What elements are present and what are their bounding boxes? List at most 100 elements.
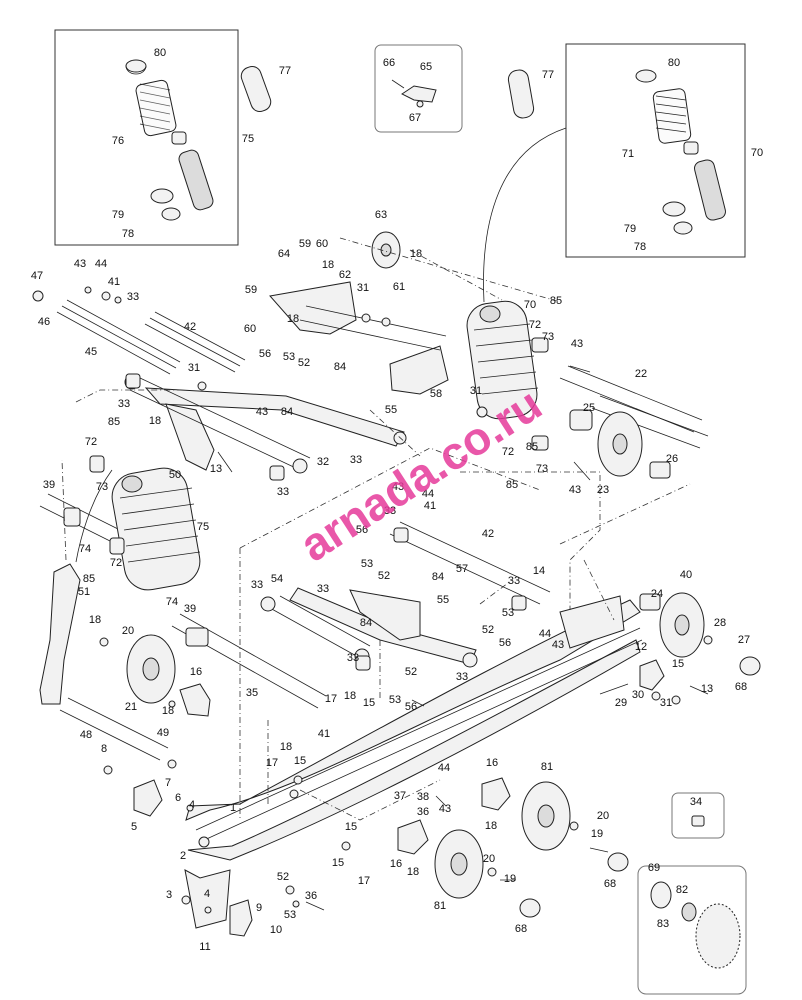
- part-number-label: 55: [437, 594, 449, 606]
- part-number-label: 60: [316, 238, 328, 250]
- part-number-label: 72: [502, 446, 514, 458]
- part-number-label: 34: [690, 796, 702, 808]
- inset-left-shock-parts: [125, 59, 272, 221]
- part-number-label: 6: [175, 792, 181, 804]
- inset-box-bracket-65: [374, 44, 463, 133]
- part-number-label: 53: [284, 909, 296, 921]
- part-number-label: 64: [278, 248, 290, 260]
- part-number-label: 79: [624, 223, 636, 235]
- part-number-label: 40: [680, 569, 692, 581]
- part-number-label: 20: [597, 810, 609, 822]
- part-number-label: 67: [409, 112, 421, 124]
- part-number-label: 85: [506, 479, 518, 491]
- part-number-label: 85: [83, 573, 95, 585]
- part-number-label: 33: [350, 454, 362, 466]
- part-number-label: 22: [635, 368, 647, 380]
- part-number-label: 85: [108, 416, 120, 428]
- part-number-label: 33: [317, 583, 329, 595]
- part-number-label: 68: [515, 923, 527, 935]
- part-number-label: 17: [358, 875, 370, 887]
- part-number-label: 43: [74, 258, 86, 270]
- part-number-label: 5: [131, 821, 137, 833]
- rear-mount-bracket: [269, 231, 449, 395]
- part-number-label: 56: [259, 348, 271, 360]
- part-number-label: 78: [634, 241, 646, 253]
- part-number-label: 21: [125, 701, 137, 713]
- part-number-label: 31: [357, 282, 369, 294]
- inset-box-part-34: [671, 792, 725, 839]
- part-number-label: 41: [318, 728, 330, 740]
- end-caps: [519, 656, 761, 918]
- part-number-label: 43: [569, 484, 581, 496]
- part-number-label: 72: [529, 319, 541, 331]
- part-number-label: 15: [363, 697, 375, 709]
- part-number-label: 81: [434, 900, 446, 912]
- part-number-label: 62: [339, 269, 351, 281]
- part-number-label: 73: [542, 331, 554, 343]
- part-number-label: 43: [439, 803, 451, 815]
- fasteners: [32, 286, 713, 914]
- part-number-label: 72: [110, 557, 122, 569]
- part-number-label: 8: [101, 743, 107, 755]
- part-number-label: 18: [407, 866, 419, 878]
- part-number-label: 18: [162, 705, 174, 717]
- part-number-label: 31: [470, 385, 482, 397]
- part-number-label: 44: [422, 488, 434, 500]
- part-number-label: 85: [550, 295, 562, 307]
- part-number-label: 15: [294, 755, 306, 767]
- part-number-label: 52: [378, 570, 390, 582]
- part-number-label: 80: [154, 47, 166, 59]
- part-number-label: 42: [184, 321, 196, 333]
- upper-arm-frame: [124, 374, 407, 474]
- part-number-label: 4: [189, 799, 195, 811]
- spacers: [63, 337, 671, 671]
- part-number-label: 33: [118, 398, 130, 410]
- part-number-label: 33: [456, 671, 468, 683]
- part-number-label: 77: [542, 69, 554, 81]
- part-number-label: 36: [305, 890, 317, 902]
- part-number-label: 56: [405, 701, 417, 713]
- part-number-label: 59: [245, 284, 257, 296]
- part-number-label: 14: [533, 565, 545, 577]
- part-number-label: 18: [149, 415, 161, 427]
- part-number-label: 33: [277, 486, 289, 498]
- part-number-label: 84: [360, 617, 372, 629]
- front-arm-51: [39, 563, 81, 705]
- part-number-label: 81: [541, 761, 553, 773]
- part-number-label: 53: [389, 694, 401, 706]
- part-number-label: 43: [571, 338, 583, 350]
- part-number-label: 2: [180, 850, 186, 862]
- part-number-label: 16: [486, 757, 498, 769]
- part-number-label: 16: [190, 666, 202, 678]
- part-number-label: 84: [281, 406, 293, 418]
- part-number-label: 15: [332, 857, 344, 869]
- part-number-label: 56: [499, 637, 511, 649]
- part-number-label: 68: [604, 878, 616, 890]
- part-number-label: 57: [456, 563, 468, 575]
- part-number-label: 46: [38, 316, 50, 328]
- part-number-label: 49: [157, 727, 169, 739]
- part-number-label: 12: [635, 641, 647, 653]
- part-number-label: 7: [165, 777, 171, 789]
- part-number-label: 29: [615, 697, 627, 709]
- part-number-label: 56: [356, 524, 368, 536]
- part-number-label: 19: [504, 873, 516, 885]
- part-number-label: 17: [325, 693, 337, 705]
- part-number-label: 44: [539, 628, 551, 640]
- part-number-label: 82: [676, 884, 688, 896]
- part-number-label: 52: [277, 871, 289, 883]
- part-number-label: 66: [383, 57, 395, 69]
- part-number-label: 31: [188, 362, 200, 374]
- part-number-label: 43: [392, 481, 404, 493]
- part-number-label: 79: [112, 209, 124, 221]
- part-number-label: 33: [251, 579, 263, 591]
- part-number-label: 70: [524, 299, 536, 311]
- wheels: [126, 411, 741, 969]
- part-number-label: 43: [552, 639, 564, 651]
- part-number-label: 44: [95, 258, 107, 270]
- part-number-label: 54: [271, 573, 283, 585]
- inset-box-shock-70: [565, 43, 746, 258]
- part-number-label: 76: [112, 135, 124, 147]
- rear-shock-70: [466, 300, 539, 420]
- part-number-label: 84: [432, 571, 444, 583]
